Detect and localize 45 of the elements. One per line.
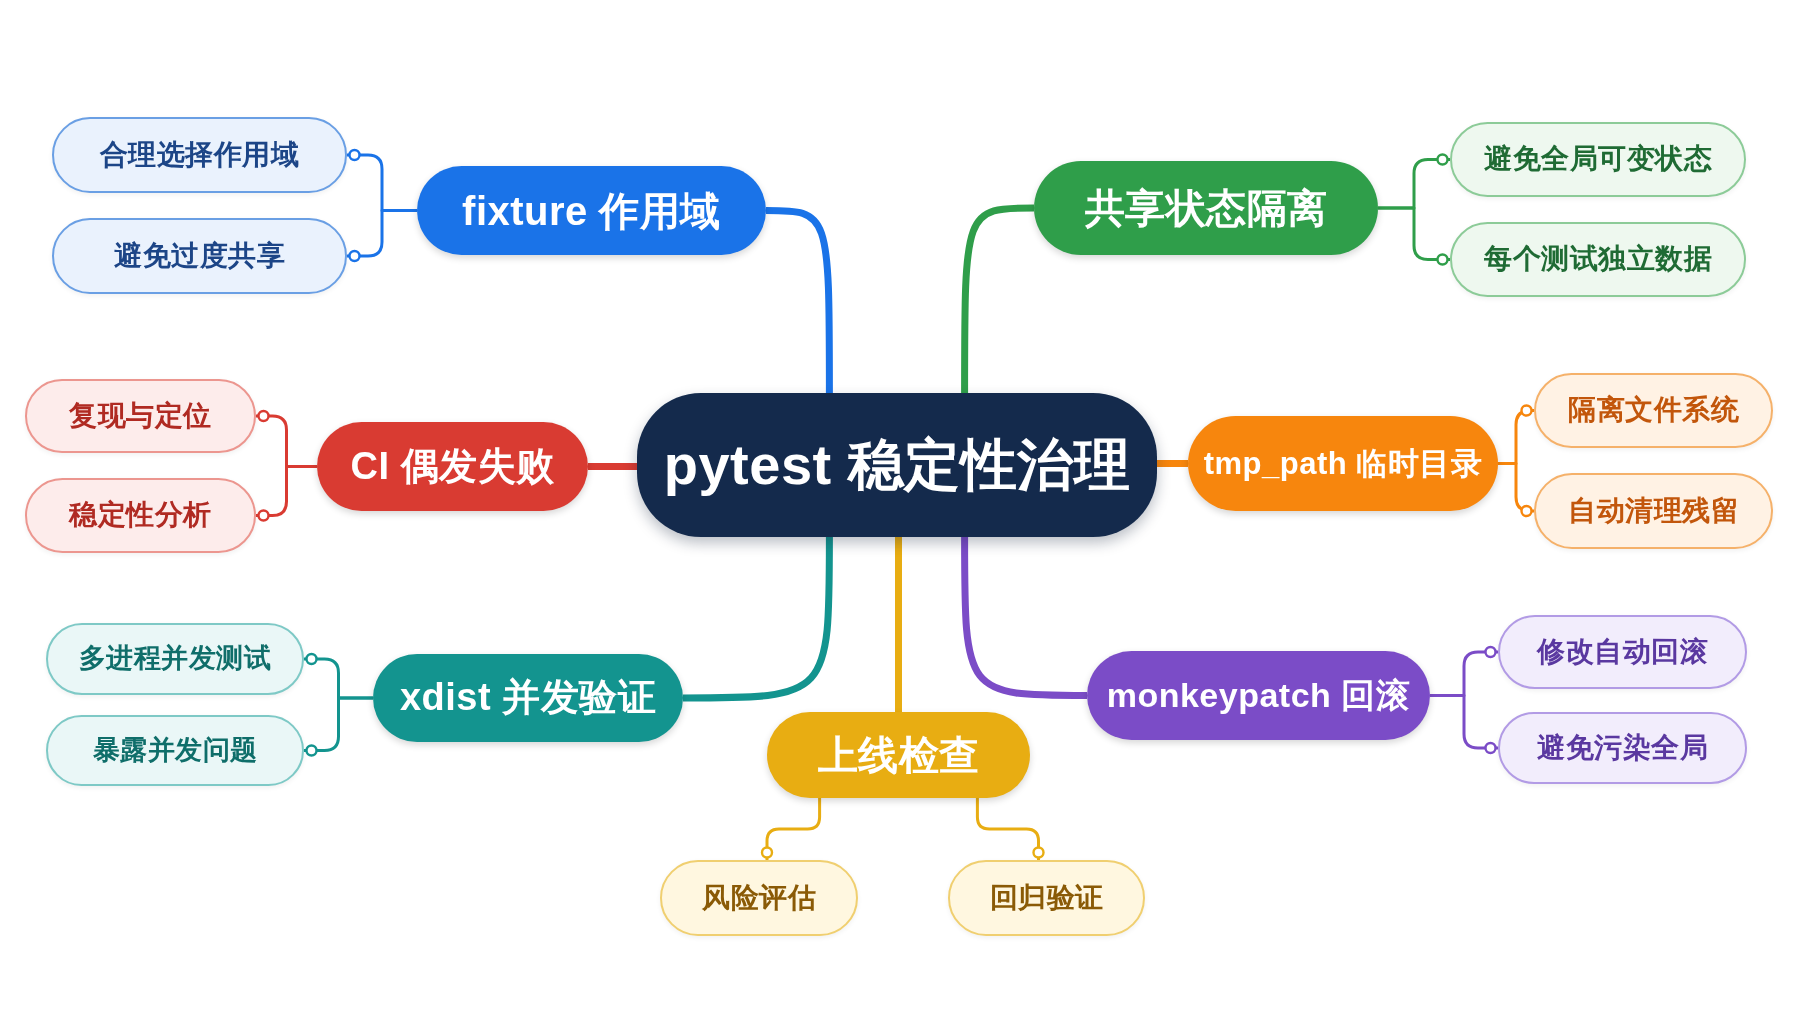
branch-topic: [373, 654, 683, 742]
topic-text: pytest 稳定性治理: [663, 432, 1131, 498]
topic-text: 风险评估: [702, 881, 816, 915]
topic-text: 上线检查: [817, 732, 980, 778]
connector-line: [760, 798, 822, 860]
topic-text: xdist 并发验证: [399, 676, 657, 720]
topic-text: 避免全局可变状态: [1484, 143, 1712, 176]
connector-line: [1430, 694, 1498, 755]
branch-connector: [961, 204, 1035, 393]
connector-line: [1498, 462, 1534, 518]
branch-connector: [588, 463, 637, 470]
branch-connector: [1157, 460, 1188, 467]
connector-line: [975, 798, 1045, 860]
topic-text: 避免过度共享: [114, 239, 285, 273]
topic-text: fixture 作用域: [462, 187, 721, 234]
branch-topic: [317, 422, 588, 511]
topic-text: tmp_path 临时目录: [1203, 445, 1483, 482]
topic-text: 稳定性分析: [69, 499, 212, 532]
subtopic-pill: [1498, 712, 1747, 784]
branch-connector: [961, 537, 1087, 699]
topic-text: 隔离文件系统: [1568, 394, 1739, 427]
branch-topic: [1087, 651, 1430, 740]
branch-topic: [1034, 161, 1378, 255]
topic-text: 回归验证: [989, 881, 1104, 915]
topic-text: 暴露并发问题: [92, 734, 258, 766]
connector-line: [1378, 206, 1450, 266]
branch-topic: [767, 712, 1030, 798]
topic-text: 共享状态隔离: [1084, 185, 1328, 231]
topic-text: monkeypatch 回滚: [1106, 675, 1411, 716]
branch-connector: [683, 537, 833, 702]
branch-connector: [765, 207, 833, 393]
topic-text: 修改自动回滚: [1537, 635, 1708, 669]
topic-text: 自动清理残留: [1568, 494, 1739, 528]
connector-line: [256, 465, 317, 522]
connector-line: [304, 696, 373, 757]
branch-topic: [417, 166, 766, 255]
central-topic: [637, 393, 1157, 537]
topic-text: 避免污染全局: [1537, 731, 1708, 765]
topic-text: CI 偶发失败: [350, 444, 555, 489]
branch-connector: [895, 537, 902, 712]
topic-text: 多进程并发测试: [78, 643, 272, 675]
topic-text: 每个测试独立数据: [1484, 243, 1712, 276]
branch-topic: [1188, 416, 1498, 511]
topic-text: 复现与定位: [69, 399, 212, 433]
topic-text: 合理选择作用域: [99, 138, 300, 172]
